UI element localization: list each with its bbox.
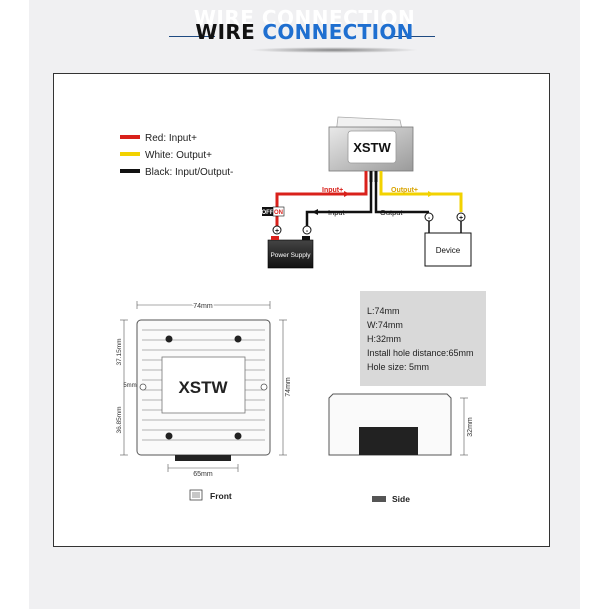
power-switch: OFF ON	[262, 206, 285, 217]
mount-hole	[165, 335, 173, 343]
side-connector	[359, 427, 418, 455]
front-label-plate	[161, 356, 246, 414]
header-rule-left	[169, 36, 215, 37]
switch-off-label: OFF	[262, 210, 274, 216]
side-hole	[260, 383, 268, 391]
red-wire: Input+	[275, 182, 368, 228]
header-title: WIRE CONNECTION	[29, 20, 580, 44]
legend-white-label: White: Output+	[145, 150, 212, 161]
legend-red-label: Red: Input+	[145, 133, 197, 144]
dim-left-lower: 36.85mm	[116, 406, 123, 433]
svg-text:-: -	[306, 228, 309, 235]
power-supply-label: Power Supply	[270, 252, 311, 259]
input-minus-label: Input-	[328, 208, 348, 217]
input-plus-label: Input+	[322, 187, 343, 194]
red-arrow	[344, 191, 350, 197]
device: Device - +	[424, 212, 472, 267]
header-ghost-title: WIRE CONNECTION	[193, 6, 416, 30]
spec-length: L:74mm	[367, 306, 400, 316]
dim-bottom-width: 65mm	[193, 471, 213, 478]
front-view: 74mm XSTW 37.15mm	[116, 301, 292, 501]
black-arrow	[312, 209, 318, 215]
side-caption: Side	[392, 494, 410, 504]
dim-left-upper: 37.15mm	[116, 338, 123, 365]
legend-black-label: Black: Input/Output-	[145, 167, 233, 178]
output-minus-label: Output-	[380, 208, 406, 217]
power-supply: Power Supply + -	[267, 225, 314, 269]
legend: Red: Input+ White: Output+ Black: Input/…	[120, 133, 233, 178]
spec-hole-size: Hole size: 5mm	[367, 362, 429, 372]
yellow-arrow	[428, 191, 434, 197]
mount-hole	[165, 432, 173, 440]
converter-logo: XSTW	[353, 140, 391, 155]
spec-height: H:32mm	[367, 334, 401, 344]
device-plus-terminal	[456, 212, 466, 222]
dim-side-height: 32mm	[467, 417, 474, 437]
ps-plus-terminal	[272, 225, 282, 235]
front-logo: XSTW	[178, 378, 228, 397]
svg-text:+: +	[459, 215, 463, 222]
svg-text:+: +	[275, 228, 279, 235]
front-connector	[175, 455, 231, 461]
device-label: Device	[436, 246, 461, 255]
device-minus-terminal	[424, 212, 434, 222]
header: WIRE CONNECTION WIRE CONNECTION	[29, 0, 580, 70]
header-rule-right	[389, 36, 435, 37]
dim-right-height: 74mm	[285, 377, 292, 397]
dim-top-width: 74mm	[193, 303, 213, 310]
converter-box: XSTW	[328, 116, 414, 182]
header-title-word2: CONNECTION	[262, 20, 414, 44]
specs-box: L:74mm W:74mm H:32mm Install hole distan…	[360, 291, 486, 386]
switch-on-label: ON	[274, 210, 283, 216]
ps-minus-terminal	[302, 225, 312, 235]
front-fins	[142, 329, 265, 441]
front-caption: Front	[210, 491, 232, 501]
spec-width: W:74mm	[367, 320, 403, 330]
mount-hole	[234, 335, 242, 343]
dim-left-hole: 5mm	[123, 383, 136, 389]
black-wires: Input- Output-	[305, 182, 429, 228]
header-title-word1: WIRE	[195, 20, 256, 44]
output-plus-label: Output+	[391, 187, 418, 194]
yellow-wire: Output+	[379, 182, 463, 212]
spec-hole-distance: Install hole distance:65mm	[367, 348, 474, 358]
header-shadow	[249, 47, 419, 53]
svg-text:-: -	[428, 215, 431, 222]
side-hole	[139, 383, 147, 391]
mount-hole	[234, 432, 242, 440]
converter-label-plate	[347, 130, 397, 164]
side-view-icon	[372, 496, 386, 502]
side-view: 32mm Side	[328, 393, 474, 504]
